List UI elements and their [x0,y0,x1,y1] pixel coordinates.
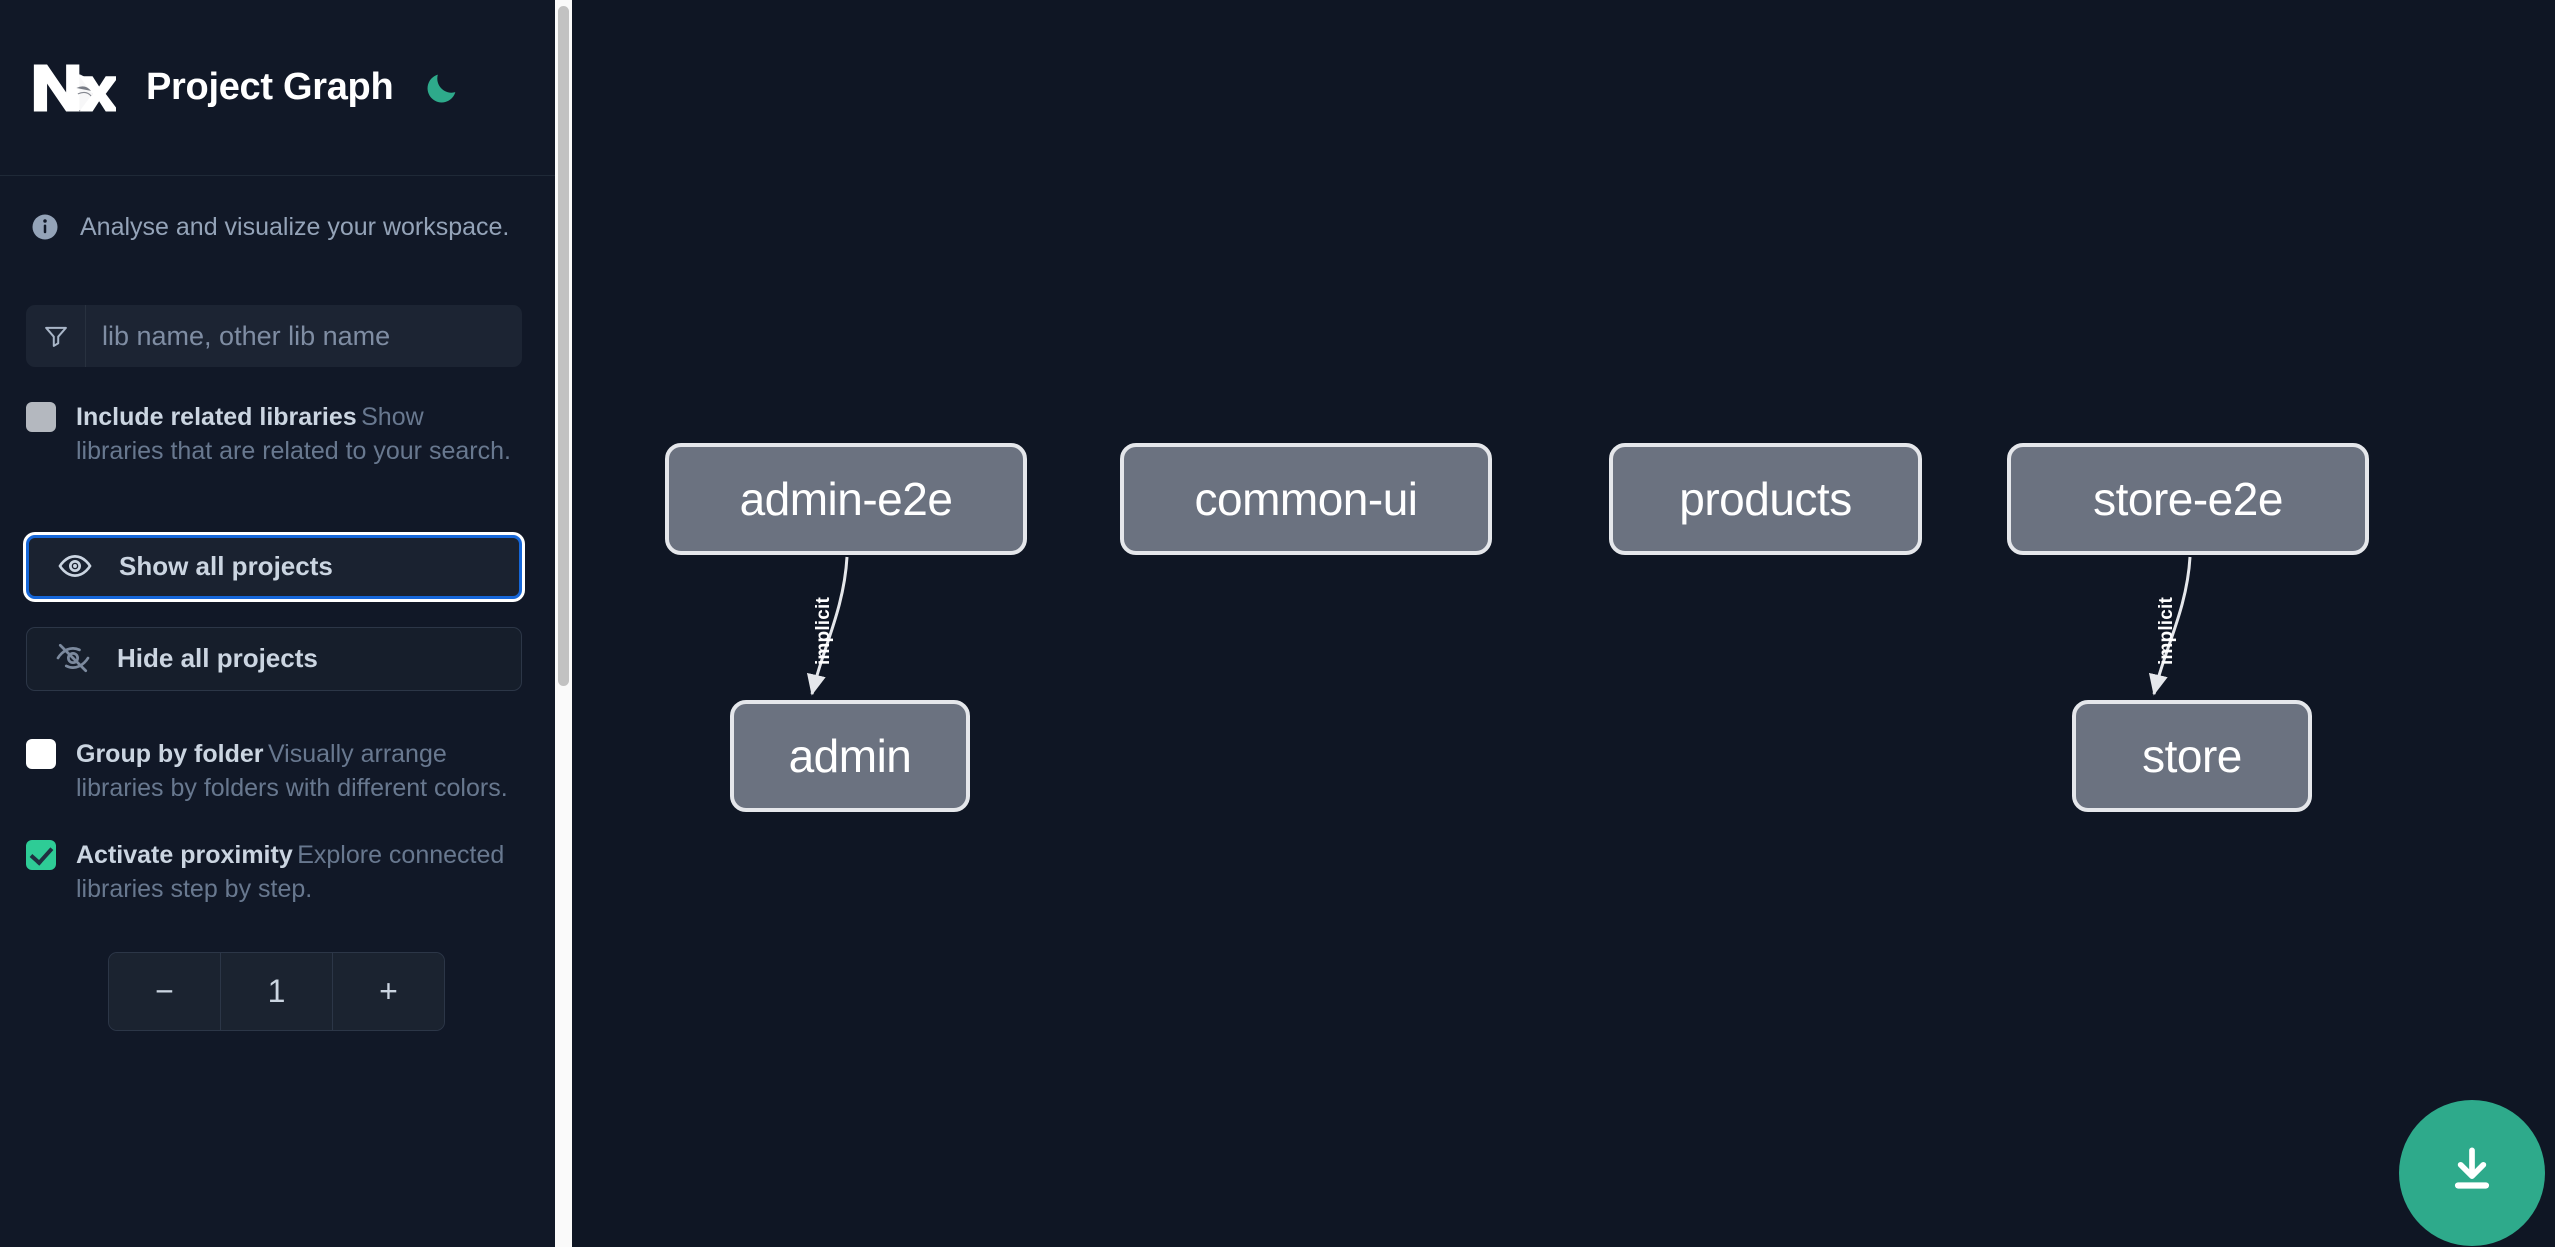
option-description: Visually arrange libraries by folders wi… [76,739,508,802]
stepper-value: 1 [220,952,333,1030]
moon-icon[interactable] [419,65,465,111]
app-title: Project Graph [146,66,394,108]
nx-logo-icon [28,57,119,119]
checkbox-group-by-folder[interactable] [26,738,56,769]
sidebar-scrollbar-thumb[interactable] [558,6,569,686]
option-group-by-folder[interactable]: Group by folder Visually arrange librari… [0,737,555,806]
download-icon [2441,1140,2503,1207]
filter-funnel-icon [26,305,86,367]
eye-icon [57,548,95,586]
search-box[interactable] [26,305,522,367]
node-label: admin [788,730,912,782]
download-graph-button[interactable] [2399,1100,2545,1246]
info-text: Analyse and visualize your workspace. [80,212,510,241]
edge-label-store-implicit: implicit [2156,596,2178,666]
graph-node-admin[interactable]: admin [730,700,970,812]
option-include-related-libraries[interactable]: Include related libraries Show libraries… [0,400,555,469]
edge-label-admin-implicit: implicit [813,596,835,666]
show-all-projects-button[interactable]: Show all projects [26,534,522,599]
node-label: admin-e2e [739,473,953,525]
graph-edges [806,556,2192,696]
graph-node-common-ui[interactable]: common-ui [1120,443,1492,555]
info-circle-icon [30,212,60,242]
stepper-decrement-button[interactable]: − [109,952,220,1030]
node-label: common-ui [1194,473,1418,525]
option-title: Group by folder [76,739,264,768]
show-all-projects-label: Show all projects [119,551,333,581]
graph-node-store-e2e[interactable]: store-e2e [2007,443,2369,555]
hide-all-projects-button[interactable]: Hide all projects [26,626,522,691]
sidebar: Project Graph Analyse and visualize your… [0,0,555,1247]
option-title: Include related libraries [76,403,357,431]
info-row: Analyse and visualize your workspace. [0,176,555,242]
node-label: store [2142,730,2242,782]
hide-all-projects-label: Hide all projects [117,643,318,673]
checkbox-activate-proximity[interactable] [26,840,56,870]
node-label: products [1679,473,1852,525]
option-activate-proximity[interactable]: Activate proximity Explore connected lib… [0,838,555,907]
option-description: Explore connected libraries step by step… [76,841,505,904]
search-input[interactable] [86,305,522,367]
graph-node-store[interactable]: store [2072,700,2312,812]
proximity-stepper[interactable]: − 1 + [108,951,445,1031]
option-title: Activate proximity [76,841,293,869]
node-label: store-e2e [2093,473,2283,525]
checkbox-include-related-libraries[interactable] [26,402,56,432]
graph-node-products[interactable]: products [1609,443,1922,555]
sidebar-header: Project Graph [0,0,555,176]
eye-off-icon [55,640,93,678]
graph-canvas[interactable]: admin-e2e common-ui products store-e2e a… [572,0,2555,1247]
option-description: Show libraries that are related to your … [76,403,511,466]
graph-node-admin-e2e[interactable]: admin-e2e [665,443,1027,555]
stepper-increment-button[interactable]: + [333,952,444,1030]
